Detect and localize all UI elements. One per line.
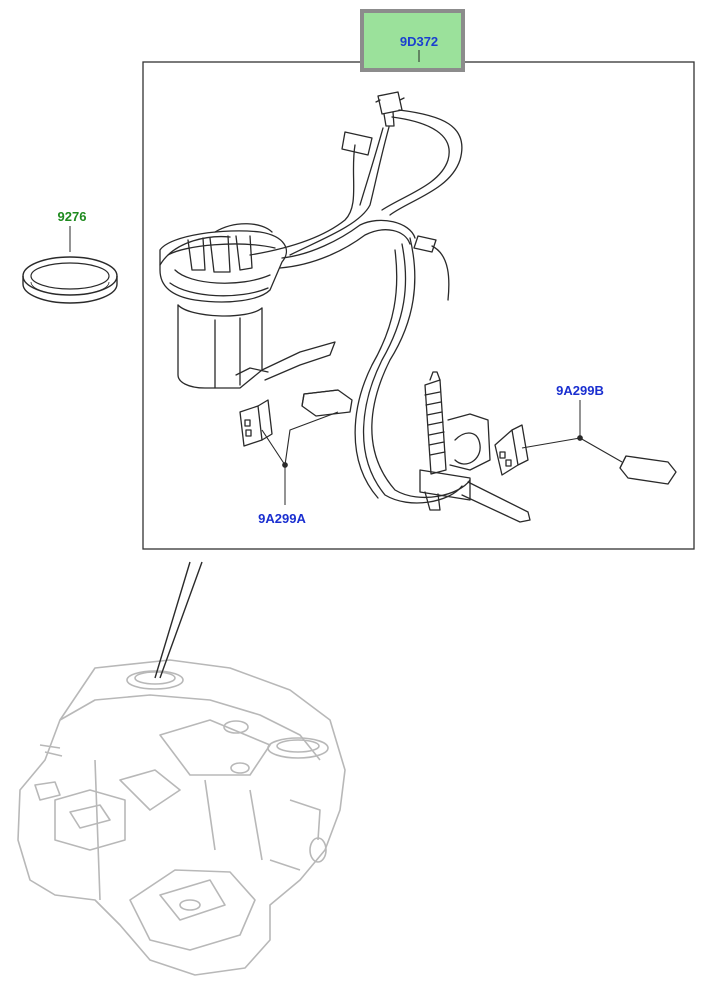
callout-9a299a-label[interactable]: 9A299A — [258, 511, 306, 526]
callout-9a299b[interactable]: 9A299B — [556, 383, 604, 436]
assembly-frame — [142, 61, 695, 550]
callout-9a299b-label[interactable]: 9A299B — [556, 383, 604, 398]
seal-ring-part — [22, 256, 118, 304]
tank-leader-line-2 — [159, 561, 203, 679]
callout-9d372-highlight — [360, 9, 465, 72]
level-sender-a — [239, 389, 353, 468]
callout-9276[interactable]: 9276 — [58, 209, 87, 252]
callout-9d372[interactable]: 9D372 — [360, 9, 465, 72]
level-sender-b — [494, 424, 677, 485]
fuel-pump-module — [159, 91, 531, 523]
fuel-tank-illustration — [17, 659, 346, 976]
callout-9a299a[interactable]: 9A299A — [258, 467, 306, 526]
callout-9276-label[interactable]: 9276 — [58, 209, 87, 224]
callout-9d372-label[interactable]: 9D372 — [400, 34, 438, 49]
tank-leader-line-1 — [154, 561, 191, 679]
